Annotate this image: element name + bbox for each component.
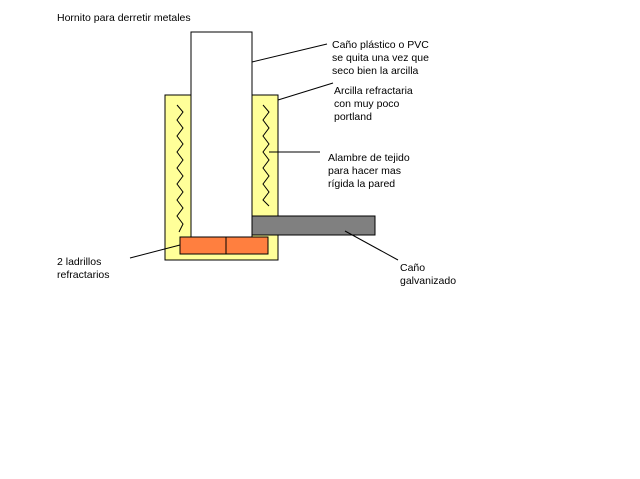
label-wire: Alambre de tejido para hacer mas rígida … [328, 152, 410, 190]
leader-pvc [251, 43, 328, 63]
wire-right [262, 104, 270, 207]
galvanized-pipe [251, 215, 376, 236]
leader-clay [277, 82, 334, 101]
pvc-pipe [190, 31, 253, 238]
leader-bricks [129, 244, 181, 259]
label-bricks: 2 ladrillos refractarios [57, 256, 110, 281]
brick-left [179, 236, 227, 255]
label-clay: Arcilla refractaria con muy poco portlan… [334, 85, 413, 123]
label-pipe: Caño galvanizado [400, 262, 457, 287]
brick-right [225, 236, 269, 255]
leader-pipe [344, 230, 399, 261]
wire-left [176, 104, 184, 233]
diagram-title: Hornito para derretir metales [57, 12, 191, 24]
label-pvc: Caño plástico o PVC se quita una vez que… [332, 39, 429, 77]
